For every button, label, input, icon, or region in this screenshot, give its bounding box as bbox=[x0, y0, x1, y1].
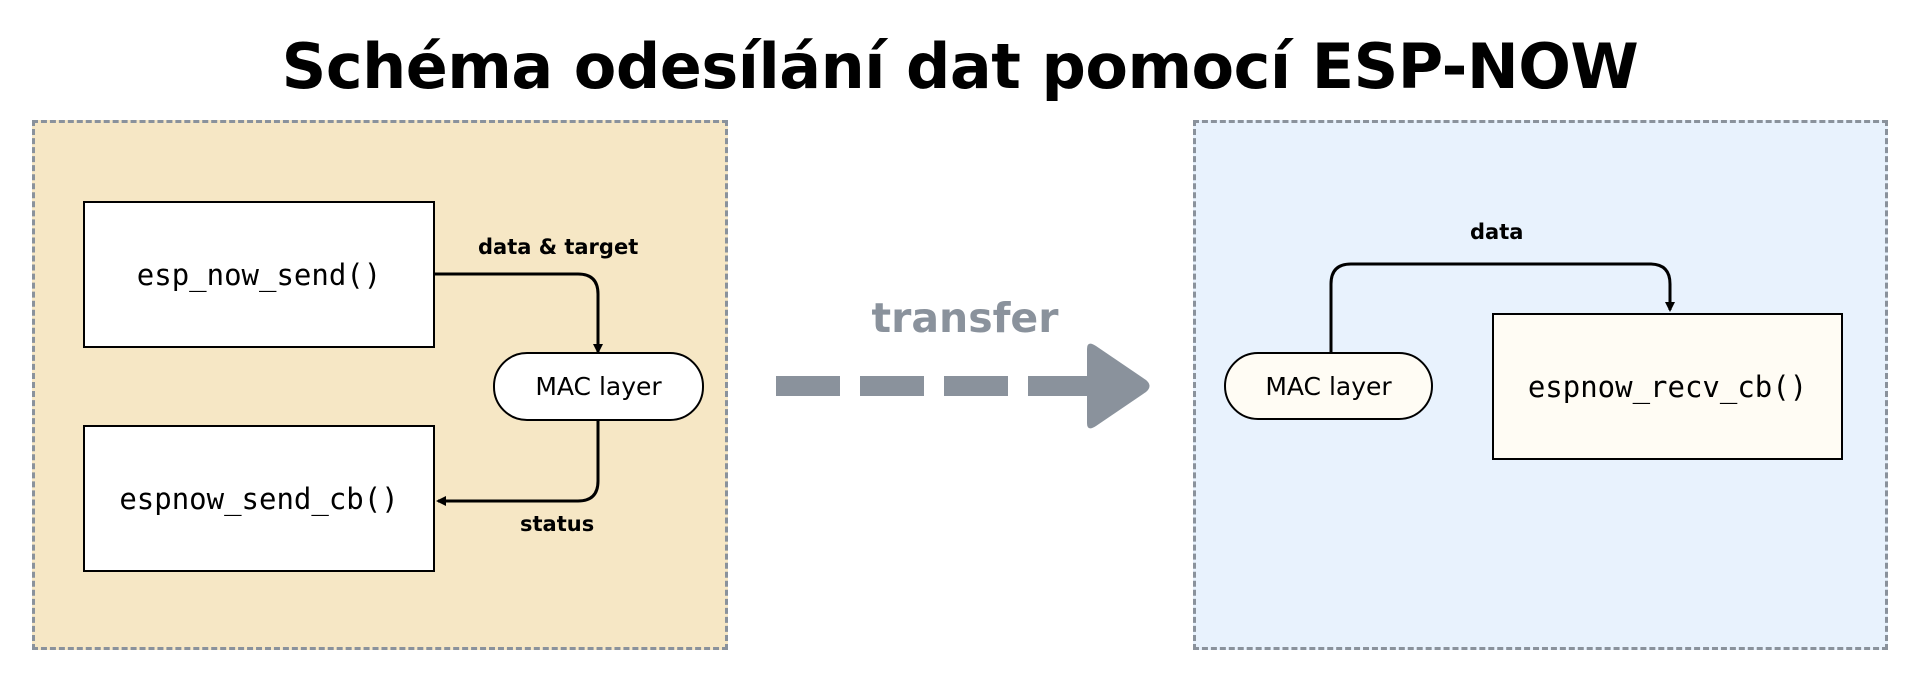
send-data-arrow bbox=[434, 272, 603, 354]
send-status-arrow bbox=[436, 421, 600, 506]
transfer-arrow bbox=[776, 343, 1150, 429]
data-target-label: data & target bbox=[478, 235, 639, 259]
esp-now-send-function: esp_now_send() bbox=[83, 201, 435, 348]
status-label: status bbox=[520, 512, 595, 536]
recv-data-arrow bbox=[1329, 262, 1675, 352]
espnow-send-cb-function: espnow_send_cb() bbox=[83, 425, 435, 572]
receiver-mac-layer: MAC layer bbox=[1224, 352, 1433, 420]
diagram-title: Schéma odesílání dat pomocí ESP-NOW bbox=[281, 30, 1639, 103]
sender-mac-layer: MAC layer bbox=[493, 352, 704, 421]
espnow-recv-cb-function: espnow_recv_cb() bbox=[1492, 313, 1843, 460]
recv-data-label: data bbox=[1470, 220, 1524, 244]
transfer-label: transfer bbox=[871, 294, 1059, 342]
